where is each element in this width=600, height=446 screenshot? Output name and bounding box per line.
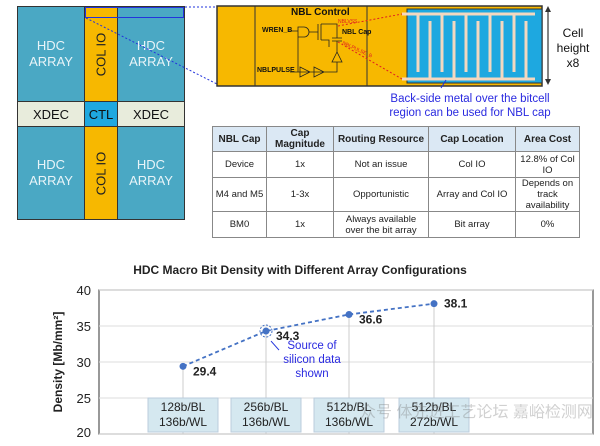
nblcap-label: NBL Cap: [342, 29, 371, 36]
data-label: 29.4: [193, 364, 217, 378]
nblpulse-label: NBLPULSE: [257, 67, 295, 74]
comb-capacitor: [402, 12, 535, 81]
table-cell: BM0: [212, 211, 267, 238]
category-label: 512b/BL: [412, 400, 457, 414]
col-io-bottom: COL IO: [84, 126, 118, 220]
wren-label: WREN_B: [262, 27, 292, 34]
header-cell: Area Cost: [515, 126, 580, 152]
data-label: 38.1: [444, 297, 468, 311]
category-box: [230, 397, 302, 433]
data-point: [262, 327, 270, 335]
category-label: 136b/WL: [159, 415, 207, 429]
hdc-array-tr: HDC ARRAY: [117, 6, 185, 102]
table-cell: Bit array: [428, 211, 516, 238]
y-tick-label: 20: [77, 425, 91, 440]
xdec-right: XDEC: [117, 101, 185, 127]
y-tick-label: 30: [77, 355, 91, 370]
category-label: 512b/BL: [327, 400, 372, 414]
cell-height-line: height: [556, 41, 590, 55]
hdc-array-bl: HDC ARRAY: [17, 126, 85, 220]
highlight-box: [85, 7, 184, 18]
highlight-marker: [259, 324, 273, 338]
nblvss-label: NBLVSS: [338, 19, 358, 25]
header-cell: Routing Resource: [333, 126, 429, 152]
xdec-left: XDEC: [17, 101, 85, 127]
table-header-row: NBL Cap Cap Magnitude Routing Resource C…: [212, 126, 580, 152]
table-cell: Depends on track availability: [515, 177, 580, 212]
circuit-diagram: NBL Control WREN_B NBLPULSE NBL Cap NBLV…: [85, 5, 551, 89]
header-cell: NBL Cap: [212, 126, 267, 152]
data-label: 36.6: [359, 312, 383, 326]
caption-line: Back-side metal over the bitcell: [390, 93, 550, 105]
watermark: 众号 体先进工艺论坛 嘉峪检测网: [360, 404, 593, 421]
data-label: 34.3: [276, 329, 300, 343]
category-label: 136b/WL: [325, 415, 373, 429]
caption-line: region can be used for NBL cap: [389, 107, 551, 119]
cell-height-line: Cell: [562, 26, 584, 40]
annotation-arrow: [270, 340, 280, 351]
annotation-text: shown: [295, 368, 328, 380]
data-point: [430, 300, 438, 308]
category-box: [147, 397, 219, 433]
nbl-control-title: NBL Control: [291, 7, 350, 18]
table-cell: Col IO: [428, 151, 516, 178]
table-cell: 1x: [266, 211, 334, 238]
category-box: [313, 397, 385, 433]
y-tick-label: 25: [77, 391, 91, 406]
hdc-array-br: HDC ARRAY: [117, 126, 185, 220]
annotation-text: silicon data: [283, 354, 341, 366]
category-box: [398, 397, 470, 433]
category-label: 256b/BL: [244, 400, 289, 414]
data-point: [179, 362, 187, 370]
category-label: 272b/WL: [410, 415, 458, 429]
table-cell: 0%: [515, 211, 580, 238]
y-tick-label: 40: [77, 283, 91, 298]
table-cell: 12.8% of Col IO: [515, 151, 580, 178]
cell-height-label: Cell height x8: [553, 26, 593, 71]
annotation-text: Source of: [287, 340, 337, 352]
data-point: [345, 310, 353, 318]
chart-title: HDC Macro Bit Density with Different Arr…: [133, 263, 467, 277]
cell-height-line: x8: [566, 56, 580, 70]
category-label: 136b/WL: [242, 415, 290, 429]
caption: Back-side metal over the bitcell region …: [360, 92, 580, 120]
table-cell: M4 and M5: [212, 177, 267, 212]
nbl-cap-table: NBL Cap Cap Magnitude Routing Resource C…: [212, 126, 580, 238]
series-line: [182, 302, 435, 368]
y-axis-label: Density [Mb/mm²]: [51, 312, 65, 413]
hdc-array-tl: HDC ARRAY: [17, 6, 85, 102]
header-cell: Cap Location: [428, 126, 516, 152]
category-label: 128b/BL: [161, 400, 206, 414]
floorplan: HDC ARRAY COL IO HDC ARRAY XDEC CTL XDEC…: [17, 6, 185, 220]
ctl-block: CTL: [84, 101, 118, 127]
logic-gates: [288, 23, 343, 78]
y-tick-label: 35: [77, 319, 91, 334]
table-cell: Always available over the bit array: [333, 211, 429, 238]
